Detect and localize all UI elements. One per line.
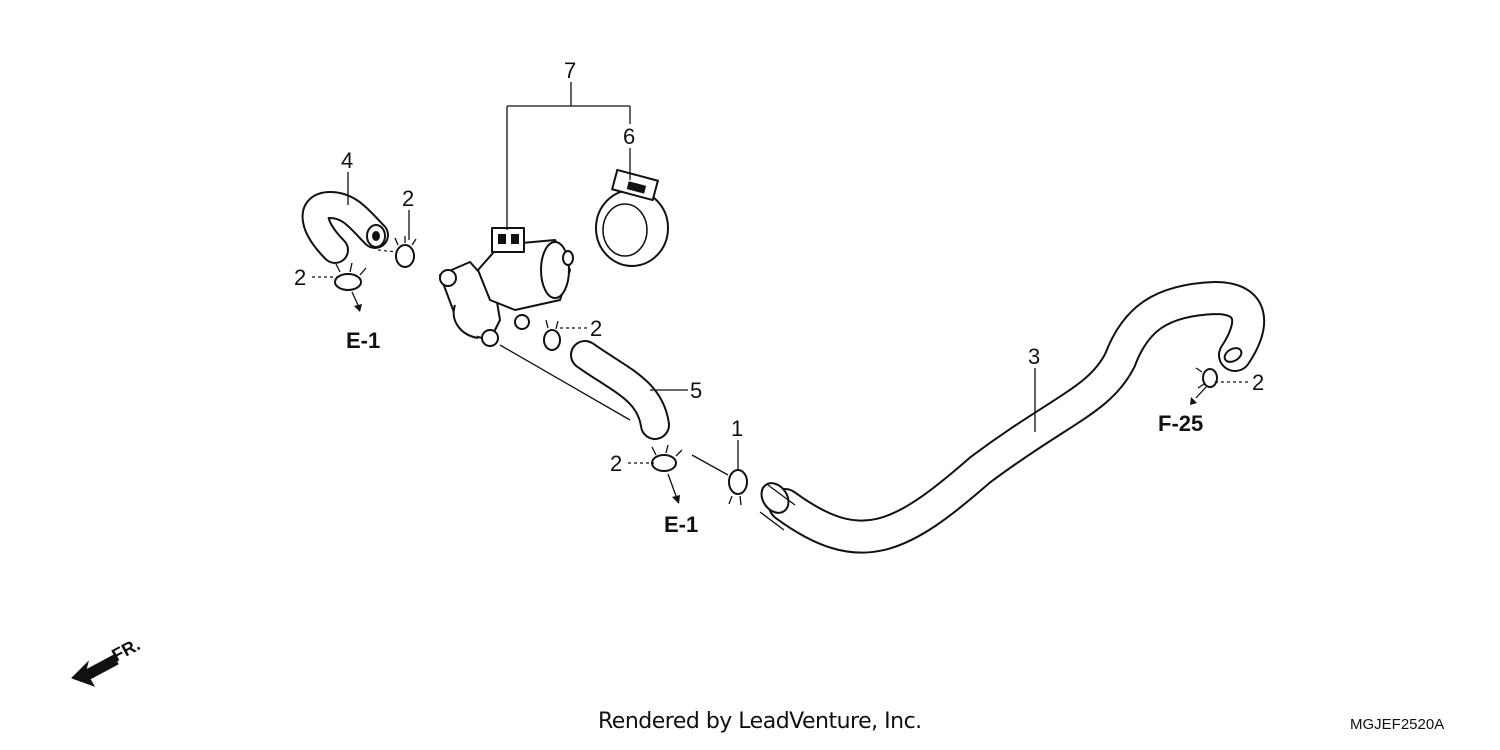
clip-valve <box>543 319 561 351</box>
callout-2-left: 2 <box>294 265 306 290</box>
callout-3: 3 <box>1028 344 1040 369</box>
clip-right <box>1195 367 1218 389</box>
callout-1: 1 <box>731 416 743 441</box>
hose-part-4 <box>301 190 389 264</box>
callout-4: 4 <box>341 148 353 173</box>
ref-e1-lower: E-1 <box>664 512 698 537</box>
leader-lines <box>312 82 1250 504</box>
hose-part-3 <box>759 280 1265 554</box>
clip-upper-left <box>394 236 417 268</box>
callout-6: 6 <box>623 124 635 149</box>
diagram-code: MGJEF2520A <box>1350 716 1445 733</box>
callout-2-valve: 2 <box>590 316 602 341</box>
callout-7: 7 <box>564 58 576 83</box>
ref-f25: F-25 <box>1158 411 1203 436</box>
clamp-band-part-6 <box>595 168 669 267</box>
callout-2-bottom: 2 <box>610 451 622 476</box>
hose-part-5 <box>499 340 670 440</box>
air-injection-valve-part-7 <box>439 227 574 347</box>
callout-2-right: 2 <box>1252 370 1264 395</box>
front-direction-arrow-icon <box>71 654 119 687</box>
clip-part-1 <box>728 469 748 506</box>
clip-left <box>334 262 367 291</box>
ref-e1-upper: E-1 <box>346 328 380 353</box>
credit-text: Rendered by LeadVenture, Inc. <box>598 709 922 734</box>
clip-bottom <box>651 444 683 472</box>
callout-5: 5 <box>690 378 702 403</box>
callout-2-top: 2 <box>402 186 414 211</box>
